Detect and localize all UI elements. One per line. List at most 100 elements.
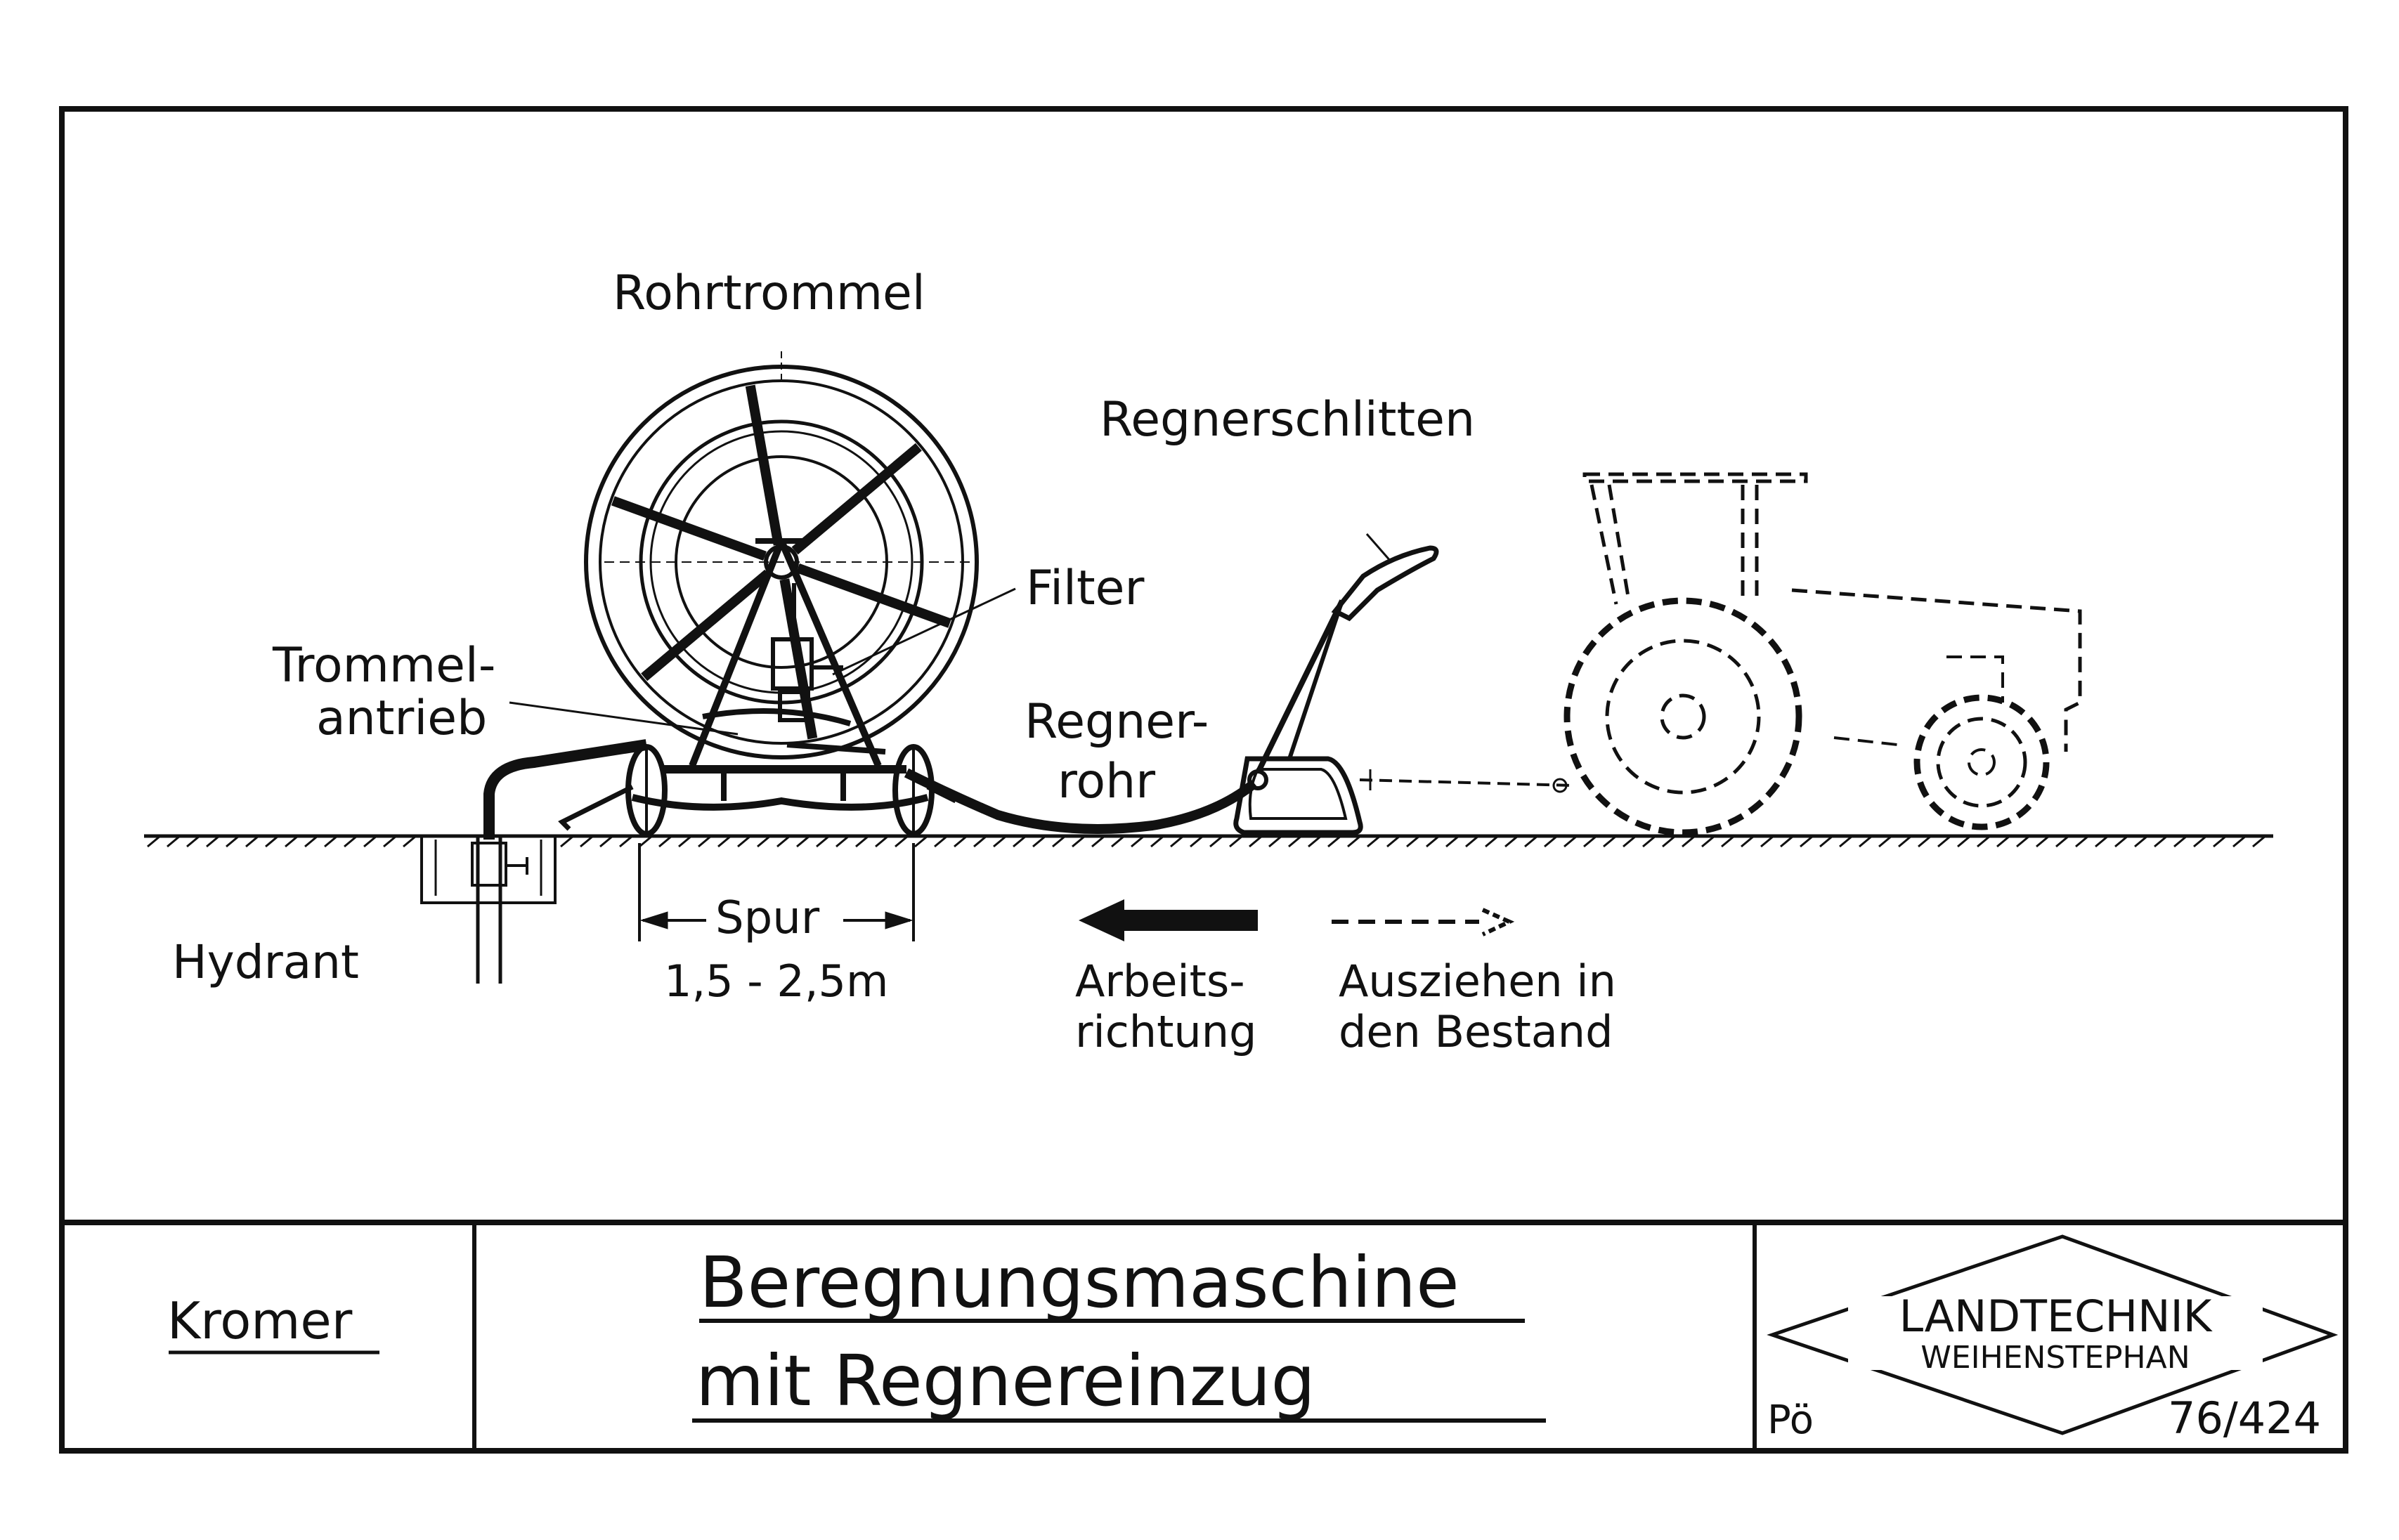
ground-hatch-mark (285, 835, 299, 848)
drum-spoke (611, 496, 767, 561)
leader-lines (509, 587, 1016, 736)
ground-hatch-mark (1583, 835, 1597, 848)
ground-hatch-mark (2154, 835, 2168, 848)
drum-drive (702, 708, 886, 755)
label-track: Spur (715, 892, 820, 944)
ground-hatch-mark (599, 835, 613, 848)
label-work-dir-1: Arbeits- (1075, 955, 1245, 1007)
ground-hatch-mark (1662, 835, 1676, 848)
ground-hatch-mark (1229, 835, 1243, 848)
ground-hatch-mark (737, 835, 751, 848)
ground-hatch-mark (1209, 835, 1223, 848)
ground-hatch-mark (1996, 835, 2010, 848)
ground-hatch-mark (265, 835, 279, 848)
ground-hatch-mark (1721, 835, 1735, 848)
label-hydrant: Hydrant (172, 935, 359, 989)
ground-hatch-mark (1465, 835, 1479, 848)
ground-hatch-mark (226, 835, 240, 848)
ground-hatch-mark (363, 835, 377, 848)
ground-hatch-mark (1032, 835, 1046, 848)
ground-hatch-mark (383, 835, 397, 848)
tractor (1563, 472, 2082, 836)
ground-hatch-mark (1682, 835, 1696, 848)
ground-hatch-mark (2252, 835, 2266, 848)
ground-hatch-mark (639, 835, 653, 848)
ground-hatch-mark (2036, 835, 2050, 848)
ground-hatch-mark (1957, 835, 1971, 848)
ground (144, 834, 2273, 848)
ground-hatch-mark (1623, 835, 1637, 848)
label-pull-out-1: Ausziehen in (1339, 955, 1616, 1007)
ground-hatch-mark (1426, 835, 1440, 848)
ground-hatch-mark (2095, 835, 2109, 848)
drafter-initials: Pö (1767, 1397, 1814, 1443)
label-sled: Regnerschlitten (1100, 392, 1475, 448)
ground-hatch-mark (1406, 835, 1420, 848)
reel-wheels (625, 744, 935, 837)
ground-hatch-mark (678, 835, 692, 848)
ground-hatch-mark (1170, 835, 1184, 848)
ground-hatch-mark (1327, 835, 1341, 848)
ground-hatch-mark (1937, 835, 1951, 848)
ground-hatch-mark (1898, 835, 1912, 848)
label-drum: Rohrtrommel (613, 266, 925, 321)
ground-hatch-mark (1111, 835, 1125, 848)
track-dimension (638, 843, 915, 941)
ground-hatch-mark (796, 835, 810, 848)
filter-housing (771, 583, 843, 722)
ground-hatch-mark (1052, 835, 1066, 848)
ground-hatch-mark (2232, 835, 2247, 848)
ground-hatch-mark (1741, 835, 1755, 848)
ground-hatch-mark (1347, 835, 1361, 848)
ground-hatch-mark (776, 835, 791, 848)
ground-hatch-mark (1268, 835, 1282, 848)
ground-hatch-mark (816, 835, 830, 848)
ground-hatch-mark (698, 835, 712, 848)
sprinkler-sled (1233, 533, 1439, 835)
ground-hatch-mark (2213, 835, 2227, 848)
work-direction-arrow (1079, 899, 1258, 941)
ground-hatch-mark (1800, 835, 1814, 848)
ground-hatch-mark (1386, 835, 1400, 848)
hydrant-pit (420, 836, 557, 984)
ground-hatch-mark (1131, 835, 1145, 848)
ground-hatch-mark (1072, 835, 1086, 848)
ground-hatch-mark (973, 835, 987, 848)
label-work-dir-2: richtung (1075, 1006, 1256, 1057)
ground-hatch-mark (2075, 835, 2089, 848)
ground-hatch-mark (1504, 835, 1519, 848)
ground-hatch-mark (2134, 835, 2148, 848)
label-pull-out-2: den Bestand (1339, 1006, 1613, 1057)
ground-hatch-mark (2055, 835, 2069, 848)
author-name: Kromer (167, 1291, 353, 1350)
logo-line2: WEIHENSTEPHAN (1920, 1340, 2190, 1376)
ground-hatch-mark (1918, 835, 1932, 848)
drawing-frame (59, 106, 2348, 1454)
ground-hatch-mark (1642, 835, 1656, 848)
ground-hatch-mark (1760, 835, 1774, 848)
ground-hatch-mark (1013, 835, 1027, 848)
label-filter: Filter (1026, 561, 1144, 616)
ground-hatch-mark (580, 835, 594, 848)
ground-hatch-mark (1839, 835, 1853, 848)
ground-hatch-mark (206, 835, 220, 848)
drum-spoke (791, 443, 922, 555)
ground-hatch-mark (1091, 835, 1105, 848)
landtechnik-logo: LANDTECHNIK WEIHENSTEPHAN (1767, 1234, 2339, 1435)
ground-hatch-mark (403, 835, 417, 848)
ground-hatch-mark (186, 835, 200, 848)
label-pipe-1: Regner- (1025, 694, 1209, 750)
drum-spoke (796, 563, 952, 628)
drawing-number: 76/424 (2168, 1392, 2321, 1444)
ground-hatch-mark (658, 835, 672, 848)
ground-hatch-mark (895, 835, 909, 848)
ground-hatch-mark (1701, 835, 1715, 848)
ground-hatch-mark (1859, 835, 1873, 848)
ground-hatch-mark (1150, 835, 1164, 848)
ground-hatch-mark (304, 835, 318, 848)
label-drive-1: Trommel- (272, 638, 495, 693)
ground-hatch-mark (1445, 835, 1459, 848)
ground-hatch-mark (934, 835, 948, 848)
